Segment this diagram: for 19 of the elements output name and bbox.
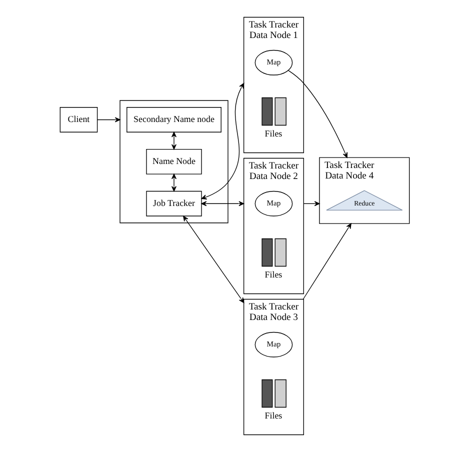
arrow (200, 200, 244, 206)
node-label: Files (264, 269, 282, 280)
arrow (200, 82, 244, 199)
node-label: Files (264, 410, 282, 420)
node-box: Client (59, 106, 98, 132)
node-ellipse: Map (254, 331, 292, 357)
node-box: Job Tracker (146, 190, 202, 216)
node-ellipse: Map (254, 49, 292, 75)
arrow (182, 215, 244, 303)
arrow (96, 116, 120, 122)
arrow (302, 200, 320, 206)
arrow (288, 70, 347, 158)
arrow (170, 173, 176, 192)
node-box: Name Node (146, 148, 202, 174)
node-label: Files (264, 128, 282, 138)
arrow (170, 131, 176, 150)
arrow (302, 222, 351, 300)
node-box: Secondary Name node (126, 106, 221, 132)
node-ellipse: Map (254, 190, 292, 216)
